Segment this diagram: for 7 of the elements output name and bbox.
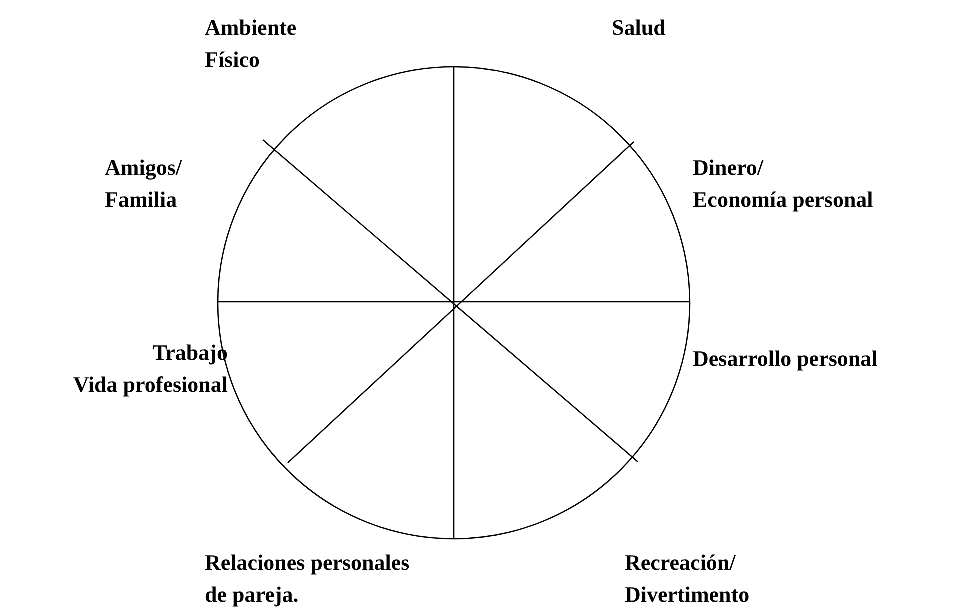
segment-label: Dinero/ Economía personal: [693, 154, 874, 214]
segment-label: Salud: [612, 14, 666, 42]
segment-label: Relaciones personales de pareja.: [205, 549, 410, 609]
segment-label: Recreación/ Divertimento: [625, 549, 750, 609]
segment-label: Ambiente Físico: [205, 14, 297, 74]
segment-label: Desarrollo personal: [693, 345, 878, 373]
segment-label: Amigos/ Familia: [105, 154, 182, 214]
